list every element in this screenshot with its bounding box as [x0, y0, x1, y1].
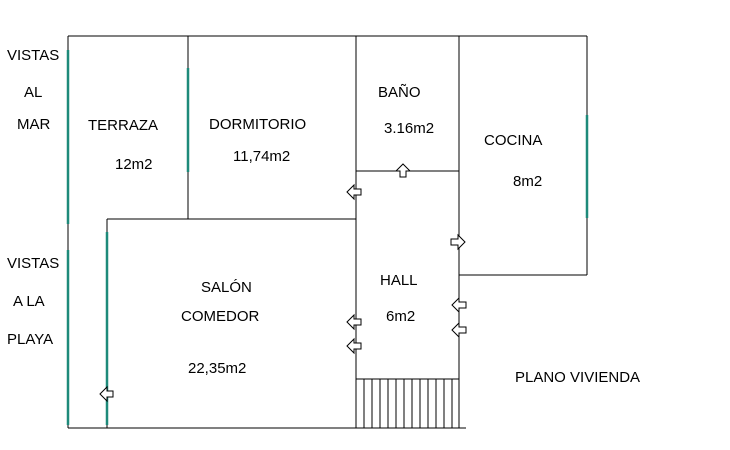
side-label-bottom-1: VISTAS: [7, 255, 59, 272]
door-arrow-hall-1-icon: [451, 296, 467, 314]
side-label-bottom-3: PLAYA: [7, 331, 53, 348]
room-area-bano: 3.16m2: [384, 120, 434, 137]
room-name-salon-line1: SALÓN: [201, 279, 252, 296]
door-arrow-exit-icon: [99, 385, 114, 403]
side-label-top-1: VISTAS: [7, 47, 59, 64]
windows: [66, 50, 589, 425]
door-arrow-cocina-icon: [450, 233, 466, 251]
side-labels-bottom: VISTAS A LA PLAYA: [7, 255, 59, 348]
room-name-bano: BAÑO: [378, 84, 421, 101]
side-label-top-3: MAR: [17, 116, 51, 133]
side-label-bottom-2: A LA: [13, 293, 45, 310]
door-arrows: [99, 163, 467, 403]
walls: [67, 35, 588, 429]
plan-title: PLANO VIVIENDA: [515, 369, 640, 386]
stairs: [356, 378, 459, 428]
door-arrow-salon-1-icon: [346, 313, 362, 331]
room-name-hall: HALL: [380, 272, 418, 289]
room-area-salon: 22,35m2: [188, 360, 246, 377]
door-arrow-hall-2-icon: [451, 321, 467, 339]
side-label-top-2: AL: [24, 84, 42, 101]
door-arrow-bano-icon: [394, 163, 412, 178]
room-area-hall: 6m2: [386, 308, 415, 325]
room-name-dormitorio: DORMITORIO: [209, 116, 306, 133]
door-arrow-dormitorio-icon: [346, 183, 362, 201]
side-labels-top: VISTAS AL MAR: [7, 47, 59, 133]
room-area-terraza: 12m2: [115, 156, 153, 173]
room-area-cocina: 8m2: [513, 173, 542, 190]
room-name-terraza: TERRAZA: [88, 117, 158, 134]
room-area-dormitorio: 11,74m2: [233, 148, 290, 165]
room-name-salon-line2: COMEDOR: [181, 308, 260, 325]
room-name-cocina: COCINA: [484, 132, 542, 149]
door-arrow-salon-2-icon: [346, 337, 362, 355]
